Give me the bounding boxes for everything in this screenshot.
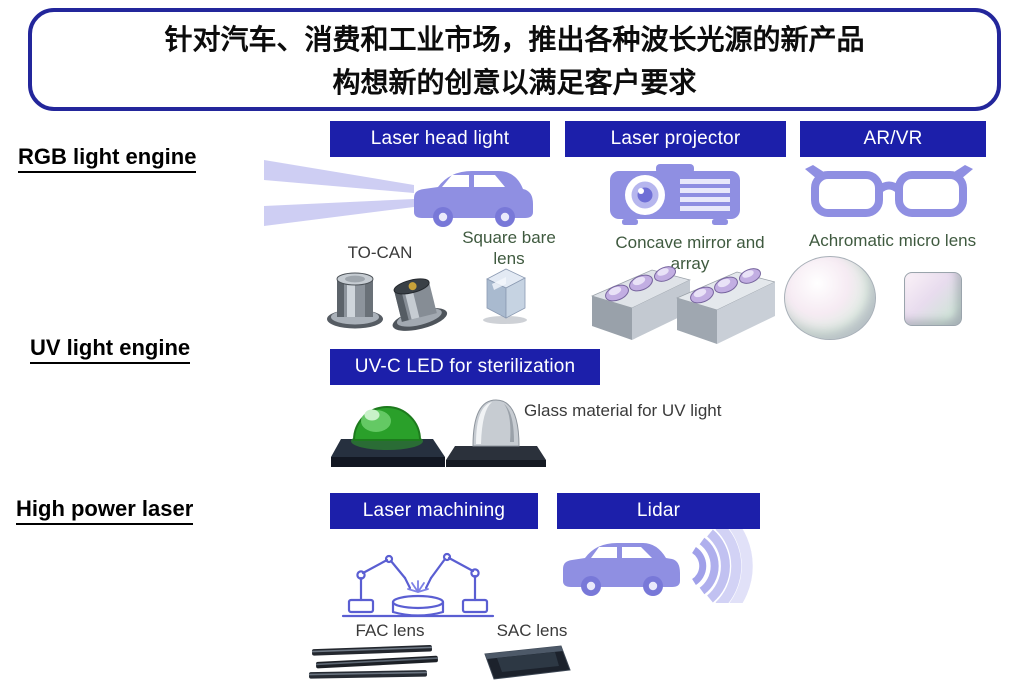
caption-concave-mirror: Concave mirror and array xyxy=(615,233,765,273)
mirror-array-blocks-photo xyxy=(590,260,777,353)
banner-line-2: 构想新的创意以满足客户要求 xyxy=(332,67,697,98)
micro-lens-photo xyxy=(904,272,962,326)
caption-glass-material: Glass material for UV light xyxy=(524,401,722,420)
caption-sac-lens: SAC lens xyxy=(496,621,568,640)
dark-chip-lens-photo xyxy=(477,642,573,689)
section-label-rgb-light-engine: RGB light engine xyxy=(18,144,197,173)
thin-rod-lenses-photo xyxy=(304,641,446,692)
robot-arms-laser-machining-icon xyxy=(337,526,499,629)
projector-icon xyxy=(606,158,744,237)
category-header-laser-machining: Laser machining xyxy=(330,493,538,529)
category-header-uvc-led: UV-C LED for sterilization xyxy=(330,349,600,385)
caption-to-can: TO-CAN xyxy=(347,243,413,262)
section-label-high-power-laser: High power laser xyxy=(16,496,194,525)
silver-glass-dome-photo xyxy=(446,388,546,473)
car-with-lidar-waves-icon xyxy=(553,515,793,617)
round-lens-photo xyxy=(784,256,876,340)
green-led-dome-photo xyxy=(331,391,445,474)
banner-line-1: 针对汽车、消费和工业市场，推出各种波长光源的新产品 xyxy=(164,24,865,55)
glass-cube-lens-photo xyxy=(477,264,533,331)
category-header-ar-vr: AR/VR xyxy=(800,121,986,157)
category-header-lidar: Lidar xyxy=(557,493,760,529)
to-can-package-photo xyxy=(325,262,451,337)
section-label-uv-light-engine: UV light engine xyxy=(30,335,191,364)
caption-square-bare-lens: Square bare lens xyxy=(462,228,556,268)
glasses-icon xyxy=(803,163,975,228)
category-header-laser-projector: Laser projector xyxy=(565,121,786,157)
caption-achromatic-micro-lens: Achromatic micro lens xyxy=(808,231,977,250)
title-banner: 针对汽车、消费和工业市场，推出各种波长光源的新产品 构想新的创意以满足客户要求 xyxy=(28,8,1001,111)
category-header-laser-head-light: Laser head light xyxy=(330,121,550,157)
caption-fac-lens: FAC lens xyxy=(355,621,425,640)
car-headlight-beams-icon xyxy=(262,158,537,243)
